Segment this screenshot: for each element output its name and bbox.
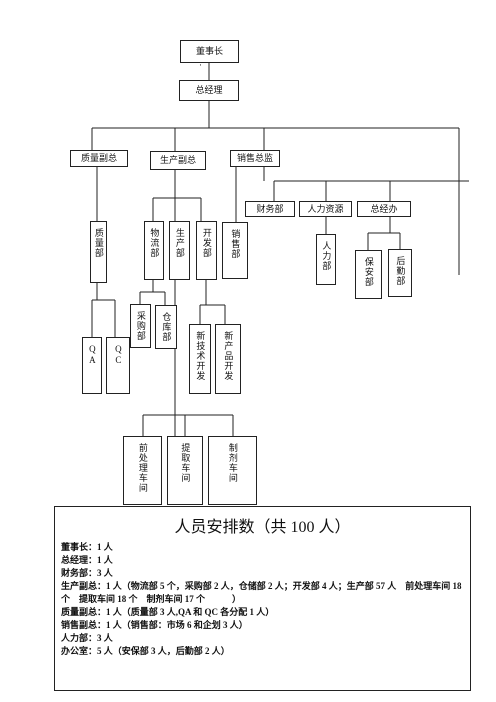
vp-quality-box: 质量副总 [70,150,128,167]
summary-line: 总经理：1 人 [61,555,113,565]
production-dept-box: 生产部 [169,221,190,280]
production-dept-label: 生产部 [174,228,185,258]
sales-dept-box: 销售部 [222,222,248,279]
extraction-workshop-label: 提取车间 [180,443,191,483]
development-dept-label: 开发部 [201,228,212,258]
chairman-label: 董事长 [195,46,223,57]
general-office-box: 总经办 [357,201,411,217]
general-office-label: 总经办 [370,203,398,214]
general-manager-label: 总经理 [195,85,223,96]
finance-label: 财务部 [256,203,284,214]
qc-label: QC [113,344,124,366]
director-sales-label: 销售总监 [236,153,273,164]
general-manager-box: 总经理 [179,80,239,101]
hr-label: 人力资源 [307,203,344,214]
formulation-workshop-label: 制剂车间 [227,443,238,483]
summary-title: 人员安排数（共 100 人） [174,519,351,536]
security-dept-label: 保安部 [363,257,374,287]
logistics-dept-box: 物流部 [144,221,164,280]
summary-line: 销售副总：1 人（销售部：市场 6 和企划 3 人） [61,620,248,630]
new-tech-dev-label: 新技术开发 [195,331,206,381]
summary-line: 财务部：3 人 [61,568,113,578]
chairman-box: 董事长 [180,40,239,63]
qa-label: QA [87,344,98,366]
staffing-summary: 人员安排数（共 100 人） 董事长：1 人 总经理：1 人 财务部：3 人 生… [54,506,471,691]
extraction-workshop-box: 提取车间 [167,436,203,505]
finance-box: 财务部 [245,201,295,217]
quality-dept-box: 质量部 [90,221,107,283]
pretreatment-workshop-box: 前处理车间 [123,436,162,505]
summary-line: 董事长：1 人 [61,542,113,552]
vp-production-box: 生产副总 [150,151,206,170]
sales-dept-label: 销售部 [230,229,241,259]
security-dept-box: 保安部 [355,250,382,299]
purchasing-dept-label: 采购部 [135,311,146,341]
vp-production-label: 生产副总 [159,155,196,166]
development-dept-box: 开发部 [196,221,217,280]
logistics-support-dept-box: 后勤部 [388,249,412,297]
purchasing-dept-box: 采购部 [130,304,151,348]
qc-box: QC [106,337,130,394]
summary-line: 生产副总：1 人（物流部 5 个，采购部 2 人，仓储部 2 人；开发部 4 人… [61,581,462,604]
warehouse-dept-label: 仓库部 [161,312,172,342]
chairman-dot: · [199,60,202,70]
hr-dept-label: 人力部 [321,241,332,271]
summary-line: 质量副总：1 人（质量部 3 人,QA 和 QC 各分配 1 人） [61,607,275,617]
new-tech-dev-box: 新技术开发 [189,324,211,394]
formulation-workshop-box: 制剂车间 [208,436,257,505]
logistics-support-dept-label: 后勤部 [395,256,406,286]
summary-line: 办公室：5 人（安保部 3 人，后勤部 2 人） [61,646,230,656]
pretreatment-workshop-label: 前处理车间 [137,443,148,493]
warehouse-dept-box: 仓库部 [155,305,177,349]
quality-dept-label: 质量部 [93,228,104,258]
vp-quality-label: 质量副总 [80,153,117,164]
qa-box: QA [82,337,102,394]
logistics-dept-label: 物流部 [149,228,160,258]
hr-dept-box: 人力部 [316,234,336,285]
new-product-dev-label: 新产品开发 [223,331,234,381]
hr-box: 人力资源 [299,201,352,217]
director-sales-box: 销售总监 [230,150,280,167]
new-product-dev-box: 新产品开发 [215,324,241,394]
summary-line: 人力部：3 人 [61,633,113,643]
